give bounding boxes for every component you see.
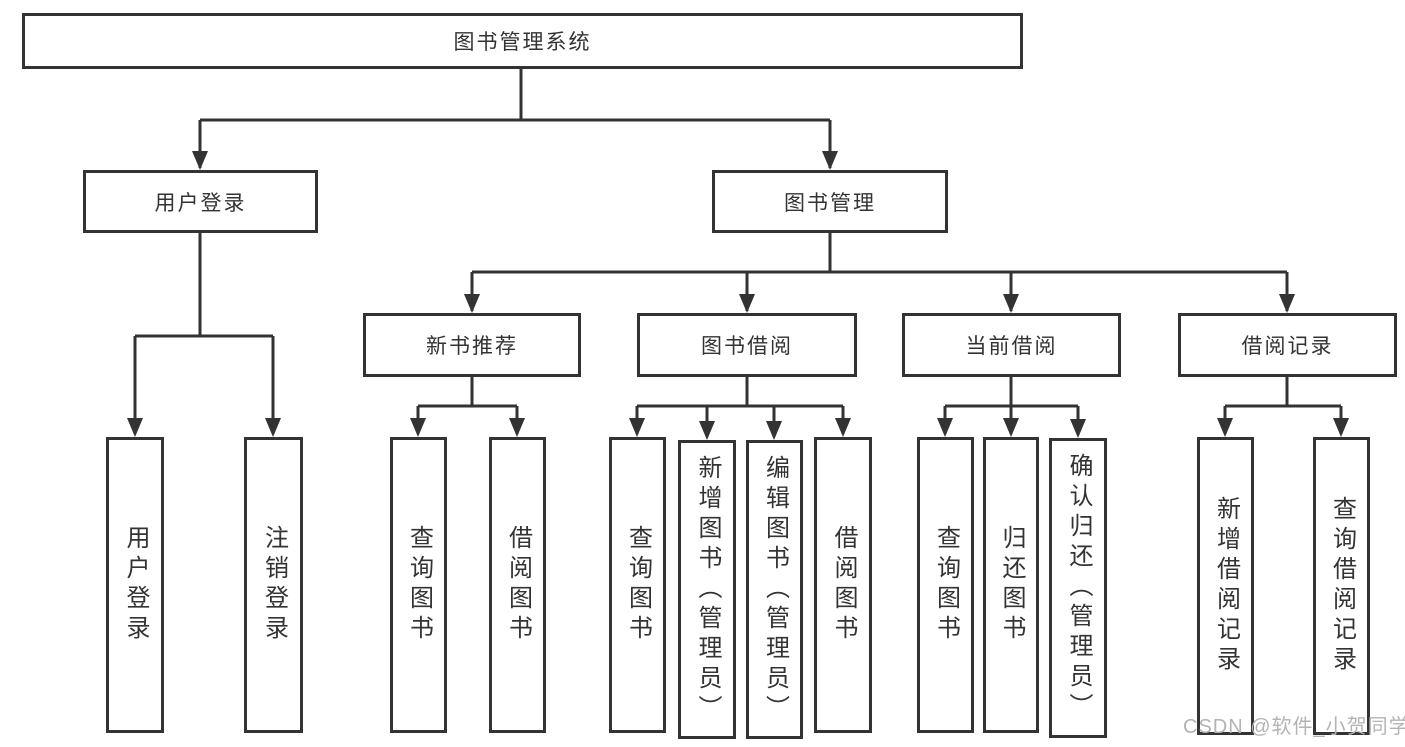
leaf-user-login: 用户登录 xyxy=(106,437,164,733)
node-current-borrow: 当前借阅 xyxy=(902,313,1121,377)
arrowhead-icon xyxy=(766,421,782,440)
arrowhead-icon xyxy=(1003,294,1019,313)
leaf-borrow-books-2: 借阅图书 xyxy=(814,437,872,733)
arrowhead-icon xyxy=(822,151,838,170)
arrowhead-icon xyxy=(1217,418,1233,437)
connector-current-borrow-branch xyxy=(937,377,1086,438)
arrowhead-icon xyxy=(699,421,715,440)
leaf-add-book-admin-label: 新增图书（管理员） xyxy=(694,454,721,725)
node-user-login: 用户登录 xyxy=(83,170,318,233)
leaf-logout: 注销登录 xyxy=(244,437,303,733)
leaf-borrow-books-1-label: 借阅图书 xyxy=(504,525,532,645)
node-book-borrow: 图书借阅 xyxy=(637,313,857,377)
node-new-book-recommend: 新书推荐 xyxy=(363,313,581,377)
node-root-label: 图书管理系统 xyxy=(453,31,592,54)
leaf-query-books-1: 查询图书 xyxy=(390,437,447,733)
leaf-return-book-label: 归还图书 xyxy=(998,525,1025,645)
leaf-borrow-books-2-label: 借阅图书 xyxy=(830,525,857,645)
leaf-edit-book-admin-label: 编辑图书（管理员） xyxy=(761,454,789,725)
leaf-query-books-2: 查询图书 xyxy=(609,437,666,733)
arrowhead-icon xyxy=(1070,419,1086,438)
node-user-login-label: 用户登录 xyxy=(154,191,247,215)
node-book-management-label: 图书管理 xyxy=(784,191,876,215)
connector-book-management-branch xyxy=(464,233,1295,313)
arrowhead-icon xyxy=(509,418,525,437)
leaf-confirm-return-admin-label: 确认归还（管理员） xyxy=(1065,453,1092,723)
leaf-query-books-1-label: 查询图书 xyxy=(405,525,433,645)
connector-borrow-records-branch xyxy=(1217,377,1349,437)
connector-book-borrow-branch xyxy=(629,377,851,440)
connector-user-login-branch xyxy=(127,233,281,437)
node-book-management: 图书管理 xyxy=(712,170,948,233)
leaf-add-borrow-record: 新增借阅记录 xyxy=(1197,437,1254,735)
node-borrow-records: 借阅记录 xyxy=(1178,313,1397,377)
node-new-book-recommend-label: 新书推荐 xyxy=(426,335,518,358)
leaf-query-borrow-record-label: 查询借阅记录 xyxy=(1328,496,1356,676)
leaf-query-books-3: 查询图书 xyxy=(917,437,974,733)
leaf-confirm-return-admin: 确认归还（管理员） xyxy=(1049,438,1107,738)
arrowhead-icon xyxy=(1333,418,1349,437)
node-borrow-records-label: 借阅记录 xyxy=(1241,335,1334,358)
leaf-add-book-admin: 新增图书（管理员） xyxy=(678,440,736,739)
arrowhead-icon xyxy=(127,418,143,437)
arrowhead-icon xyxy=(192,151,208,170)
leaf-user-login-label: 用户登录 xyxy=(122,525,149,645)
leaf-logout-label: 注销登录 xyxy=(260,525,288,645)
arrowhead-icon xyxy=(265,418,281,437)
leaf-query-borrow-record: 查询借阅记录 xyxy=(1313,437,1370,735)
arrowhead-icon xyxy=(739,294,755,313)
node-current-borrow-label: 当前借阅 xyxy=(965,335,1058,358)
leaf-add-borrow-record-label: 新增借阅记录 xyxy=(1212,496,1240,676)
leaf-edit-book-admin: 编辑图书（管理员） xyxy=(746,440,803,739)
leaf-query-books-2-label: 查询图书 xyxy=(624,525,652,645)
arrowhead-icon xyxy=(937,418,953,437)
node-root: 图书管理系统 xyxy=(22,13,1023,69)
arrowhead-icon xyxy=(629,418,645,437)
node-book-borrow-label: 图书借阅 xyxy=(701,335,793,358)
leaf-query-books-3-label: 查询图书 xyxy=(932,525,960,645)
arrowhead-icon xyxy=(835,418,851,437)
leaf-return-book: 归还图书 xyxy=(983,437,1039,733)
arrowhead-icon xyxy=(1003,418,1019,437)
arrowhead-icon xyxy=(464,294,480,313)
connector-new-book-branch xyxy=(410,377,525,437)
connector-root-to-level2 xyxy=(192,69,838,170)
watermark: CSDN @软件_小贺同学 xyxy=(1183,716,1405,738)
arrowhead-icon xyxy=(410,418,426,437)
leaf-borrow-books-1: 借阅图书 xyxy=(489,437,546,733)
arrowhead-icon xyxy=(1279,294,1295,313)
